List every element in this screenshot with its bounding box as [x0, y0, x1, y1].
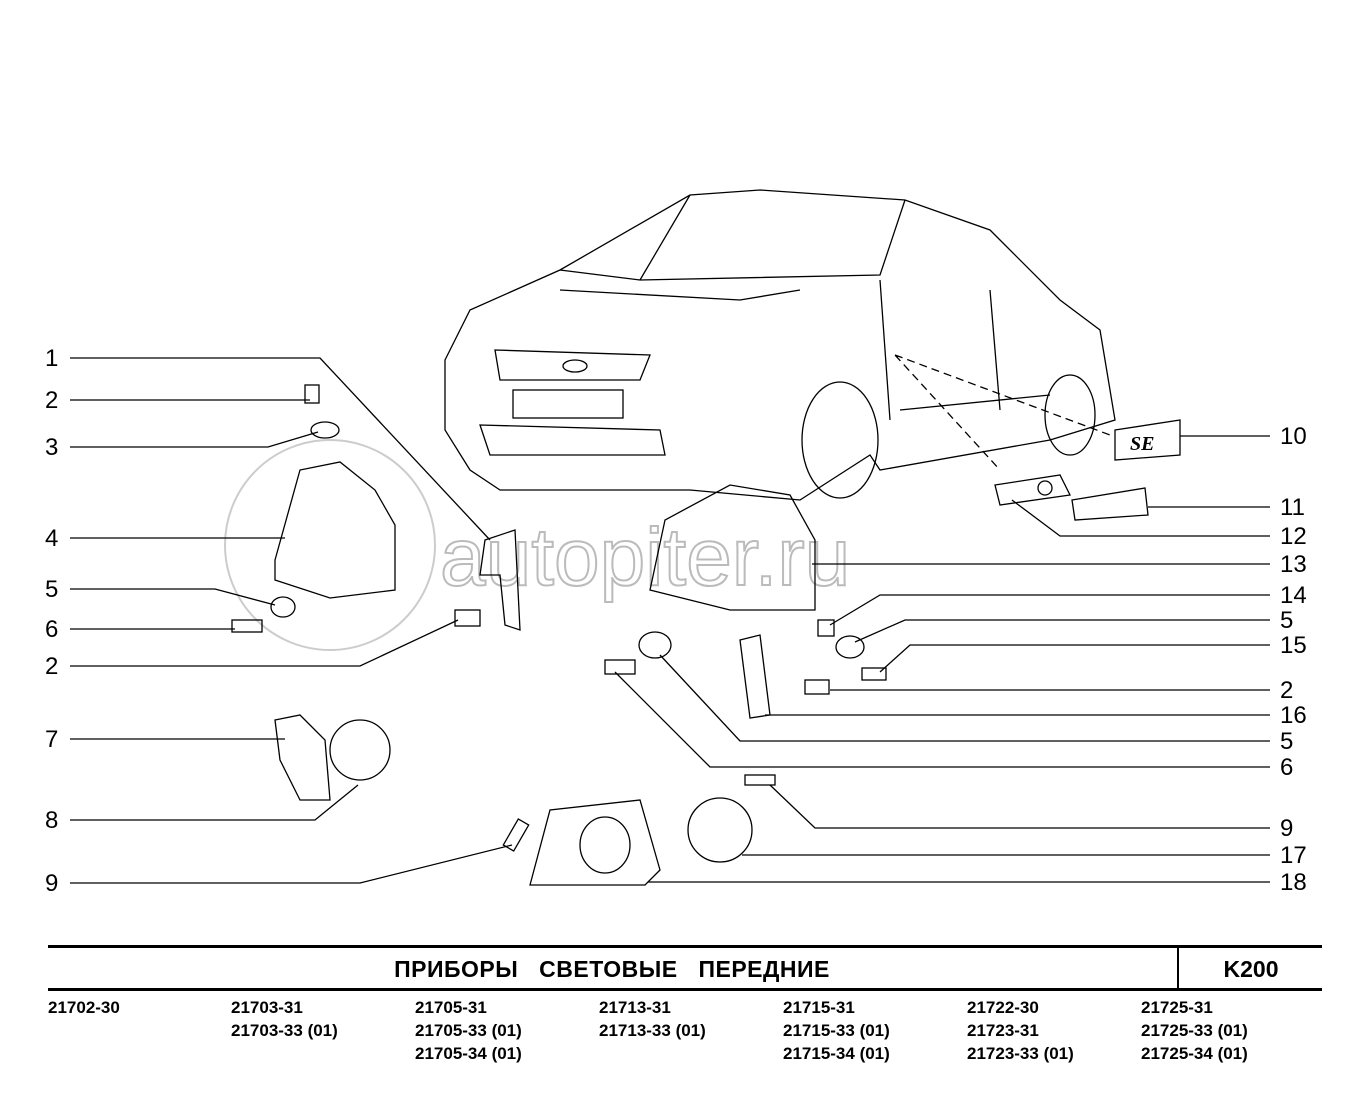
- watermark-logo: [224, 439, 436, 651]
- model-code: 21715-33 (01): [783, 1021, 890, 1040]
- callout-12: 12: [1280, 523, 1307, 550]
- model-code: 21703-31: [231, 998, 303, 1017]
- fog-lamp-left: [329, 719, 391, 781]
- callout-9: 9: [1280, 815, 1293, 842]
- model-column: 21715-31 21715-33 (01) 21715-34 (01): [783, 996, 890, 1065]
- screw: [744, 774, 776, 786]
- model-code: 21723-33 (01): [967, 1044, 1074, 1063]
- model-code: 21705-33 (01): [415, 1021, 522, 1040]
- model-code: 21705-31: [415, 998, 487, 1017]
- callout-1: 1: [45, 345, 58, 372]
- callout-4: 4: [45, 525, 58, 552]
- callout-6: 6: [1280, 754, 1293, 781]
- bolt: [604, 659, 636, 675]
- callout-14: 14: [1280, 582, 1307, 609]
- callout-6: 6: [45, 616, 58, 643]
- model-code: 21705-34 (01): [415, 1044, 522, 1063]
- model-column: 21703-31 21703-33 (01): [231, 996, 338, 1042]
- screw: [861, 667, 887, 681]
- model-code: 21722-30: [967, 998, 1039, 1017]
- leader-line: [70, 784, 359, 821]
- callout-3: 3: [45, 434, 58, 461]
- model-code: 21725-33 (01): [1141, 1021, 1248, 1040]
- bracket-right: [739, 634, 771, 719]
- bolt: [804, 679, 830, 695]
- callout-17: 17: [1280, 842, 1307, 869]
- callout-15: 15: [1280, 632, 1307, 659]
- bolt: [454, 609, 481, 627]
- footer-divider: [1177, 948, 1179, 990]
- leader-line: [70, 844, 513, 884]
- model-column: 21702-30: [48, 996, 120, 1019]
- leader-line: [769, 784, 1270, 829]
- leader-line: [70, 357, 491, 541]
- model-code: 21715-31: [783, 998, 855, 1017]
- bracket: [479, 529, 521, 631]
- watermark: autopiter.ru: [440, 512, 850, 603]
- side-repeater: [1071, 487, 1149, 521]
- callout-7: 7: [45, 726, 58, 753]
- callout-2: 2: [45, 653, 58, 680]
- model-code: 21703-33 (01): [231, 1021, 338, 1040]
- headlamp-left: [274, 461, 396, 599]
- fog-bracket: [274, 714, 331, 801]
- bolt: [231, 619, 263, 633]
- washer: [270, 596, 296, 618]
- screw: [502, 818, 530, 852]
- model-code: 21725-31: [1141, 998, 1213, 1017]
- model-column: 21705-31 21705-33 (01) 21705-34 (01): [415, 996, 522, 1065]
- model-code: 21723-31: [967, 1021, 1039, 1040]
- model-column: 21725-31 21725-33 (01) 21725-34 (01): [1141, 996, 1248, 1065]
- callout-2: 2: [1280, 677, 1293, 704]
- car-illustration: [444, 189, 1116, 501]
- footer-rule-bottom: [48, 988, 1322, 991]
- model-code: 21713-31: [599, 998, 671, 1017]
- leader-lines: [70, 357, 1270, 884]
- page-title: ПРИБОРЫ СВЕТОВЫЕ ПЕРЕДНИЕ: [394, 956, 830, 982]
- callout-5: 5: [45, 576, 58, 603]
- leader-line: [70, 431, 319, 448]
- clip: [817, 619, 835, 637]
- leader-line: [659, 654, 1270, 742]
- callout-11: 11: [1280, 494, 1305, 521]
- leader-line: [70, 588, 276, 606]
- fog-frame: [529, 799, 661, 886]
- model-code: 21725-34 (01): [1141, 1044, 1248, 1063]
- emblem-text: SE: [1130, 433, 1154, 455]
- footer-rule-top: [48, 945, 1322, 948]
- leader-line: [1011, 499, 1270, 537]
- washer: [835, 635, 865, 659]
- leader-line: [70, 619, 459, 667]
- callout-9: 9: [45, 870, 58, 897]
- callout-18: 18: [1280, 869, 1307, 896]
- model-code: 21702-30: [48, 998, 120, 1017]
- callout-8: 8: [45, 807, 58, 834]
- model-code: 21715-34 (01): [783, 1044, 890, 1063]
- bolt: [304, 384, 320, 404]
- leader-line: [829, 594, 1270, 626]
- emblem: [1114, 419, 1181, 461]
- side-repeater-housing: [994, 474, 1071, 506]
- parts: SE: [231, 354, 1181, 886]
- page-code: K200: [1223, 956, 1279, 982]
- washer: [310, 421, 340, 439]
- model-column: 21722-30 21723-31 21723-33 (01): [967, 996, 1074, 1065]
- washer: [638, 631, 672, 659]
- callout-5: 5: [1280, 728, 1293, 755]
- callout-10: 10: [1280, 423, 1307, 450]
- leader-line: [854, 619, 1270, 643]
- leader-line: [879, 644, 1270, 673]
- fog-lamp-right: [687, 797, 753, 863]
- callout-5: 5: [1280, 607, 1293, 634]
- callout-13: 13: [1280, 551, 1307, 578]
- model-column: 21713-31 21713-33 (01): [599, 996, 706, 1042]
- leader-line: [614, 671, 1270, 768]
- callout-2: 2: [45, 387, 58, 414]
- model-code: 21713-33 (01): [599, 1021, 706, 1040]
- callout-16: 16: [1280, 702, 1307, 729]
- headlamp-right: [649, 484, 816, 611]
